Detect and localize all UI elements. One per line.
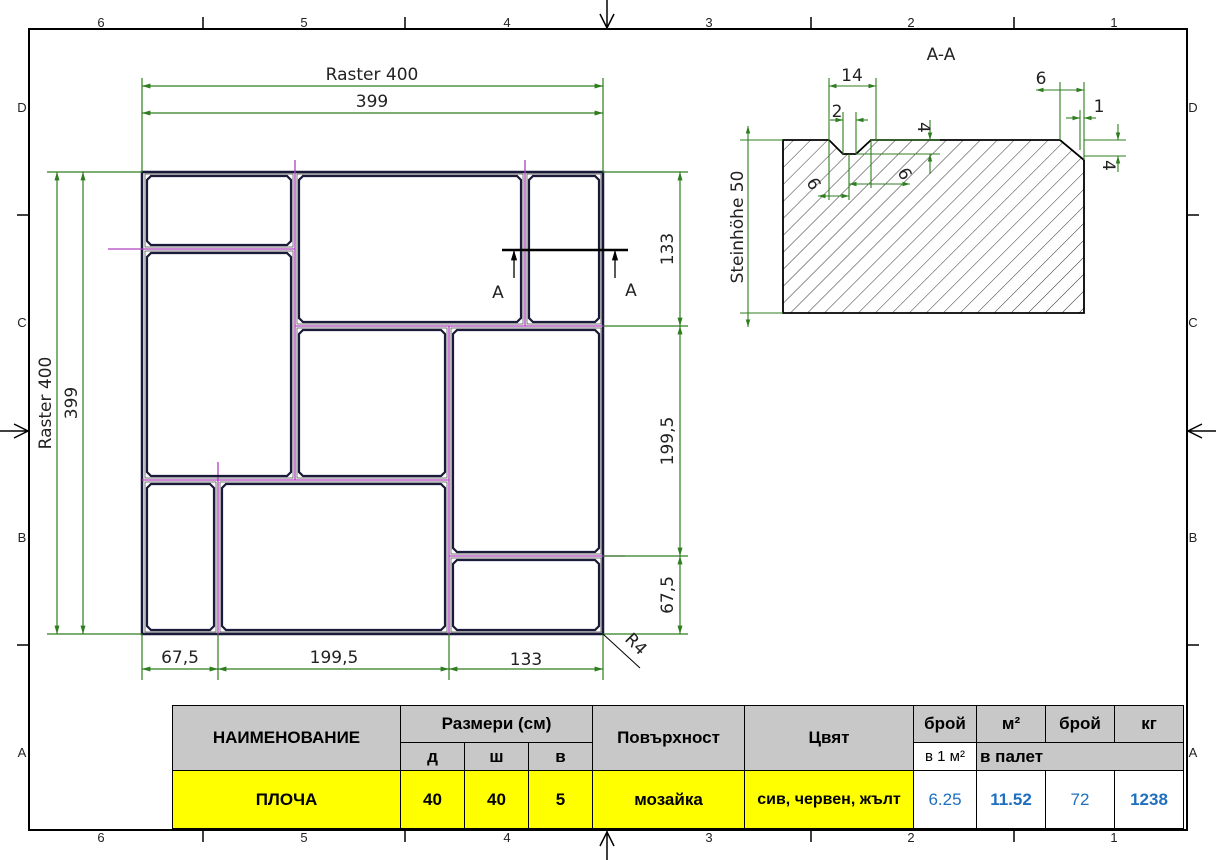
row-label: D xyxy=(1188,100,1197,115)
header-kg: кг xyxy=(1114,705,1184,743)
header-name: НАИМЕНОВАНИЕ xyxy=(172,705,401,771)
left-dim-label: 399 xyxy=(62,387,82,419)
top-raster-label: Raster 400 xyxy=(326,65,419,85)
section-dim-label: 2 xyxy=(832,102,843,122)
column-label: 3 xyxy=(705,830,712,845)
section-title: A-A xyxy=(927,45,956,65)
column-label: 5 xyxy=(300,830,307,845)
stone xyxy=(145,482,216,632)
row-label: D xyxy=(17,100,26,115)
cell-d: 40 xyxy=(400,770,465,829)
header-surface: Повърхност xyxy=(592,705,745,771)
bottom-dim-label: 133 xyxy=(510,650,542,670)
header-dimensions: Размери (см) xyxy=(400,705,593,743)
specification-table: НАИМЕНОВАНИЕ Размери (см) Повърхност Цвя… xyxy=(172,705,1184,829)
section-dim-label: 4 xyxy=(1098,160,1118,171)
cell-sh: 40 xyxy=(464,770,529,829)
section-view: A-A Steinhöhe 50 14 2 4 6 6 6 1 4 xyxy=(728,45,1126,327)
section-dim-label: 1 xyxy=(1094,97,1105,117)
column-label: 4 xyxy=(503,830,510,845)
bottom-dim-label: 67,5 xyxy=(161,648,199,668)
header-count: брой xyxy=(913,705,977,743)
stones xyxy=(145,174,601,632)
slab-outline xyxy=(140,170,605,636)
cell-kg: 1238 xyxy=(1114,770,1184,829)
section-dim-label: 14 xyxy=(841,66,863,86)
header-color: Цвят xyxy=(744,705,914,771)
header-count2: брой xyxy=(1045,705,1115,743)
left-raster-label: Raster 400 xyxy=(36,357,56,450)
row-label: C xyxy=(17,315,26,330)
radius-leader xyxy=(602,633,641,669)
header-pallet: в палет xyxy=(976,742,1184,771)
cell-v: 5 xyxy=(528,770,593,829)
header-v: в xyxy=(528,742,593,771)
row-label: C xyxy=(1188,315,1197,330)
column-label: 6 xyxy=(97,15,104,30)
row-label: A xyxy=(18,745,27,760)
stone xyxy=(297,328,447,478)
row-label: A xyxy=(1189,745,1198,760)
stone xyxy=(451,558,601,632)
stone xyxy=(145,174,293,247)
column-label: 2 xyxy=(907,15,914,30)
stone xyxy=(220,482,447,632)
stone xyxy=(297,174,523,324)
section-mark-right: A xyxy=(625,281,637,301)
column-label: 5 xyxy=(300,15,307,30)
column-label: 4 xyxy=(503,15,510,30)
section-dimension-lines xyxy=(740,78,1126,327)
plan-view: A A xyxy=(36,65,688,680)
stone xyxy=(145,251,293,478)
column-label: 3 xyxy=(705,15,712,30)
header-sh: ш xyxy=(464,742,529,771)
cell-color: сив, червен, жълт xyxy=(744,770,914,829)
row-label: B xyxy=(18,530,27,545)
cell-surface: мозайка xyxy=(592,770,745,829)
header-per-m2: в 1 м² xyxy=(913,742,977,771)
section-dim-label: 6 xyxy=(1036,69,1047,89)
zone-labels: 6 5 4 3 2 1 6 5 4 3 2 1 D C B A D C B A xyxy=(17,15,1197,845)
column-label: 2 xyxy=(907,830,914,845)
joint-centerlines xyxy=(108,160,625,634)
header-d: д xyxy=(400,742,465,771)
stone xyxy=(527,174,601,324)
row-label: B xyxy=(1189,530,1198,545)
cell-count: 72 xyxy=(1045,770,1115,829)
section-cut-marker xyxy=(502,248,628,278)
section-dim-label: 4 xyxy=(913,122,933,133)
column-label: 1 xyxy=(1110,830,1117,845)
top-dim-label: 399 xyxy=(356,92,388,112)
cell-name: ПЛОЧА xyxy=(172,770,401,829)
column-label: 6 xyxy=(97,830,104,845)
column-label: 1 xyxy=(1110,15,1117,30)
right-dim-label: 199,5 xyxy=(658,417,678,466)
plan-dimension-lines xyxy=(47,78,688,680)
right-dim-label: 133 xyxy=(658,233,678,265)
stone xyxy=(451,328,601,554)
cell-m2: 11.52 xyxy=(976,770,1046,829)
bottom-dim-label: 199,5 xyxy=(310,648,359,668)
header-m2: м² xyxy=(976,705,1046,743)
section-profile xyxy=(782,139,1085,314)
cell-per-m2: 6.25 xyxy=(913,770,977,829)
section-mark-left: A xyxy=(492,283,504,303)
right-dim-label: 67,5 xyxy=(658,576,678,614)
section-height-label: Steinhöhe 50 xyxy=(728,171,748,284)
